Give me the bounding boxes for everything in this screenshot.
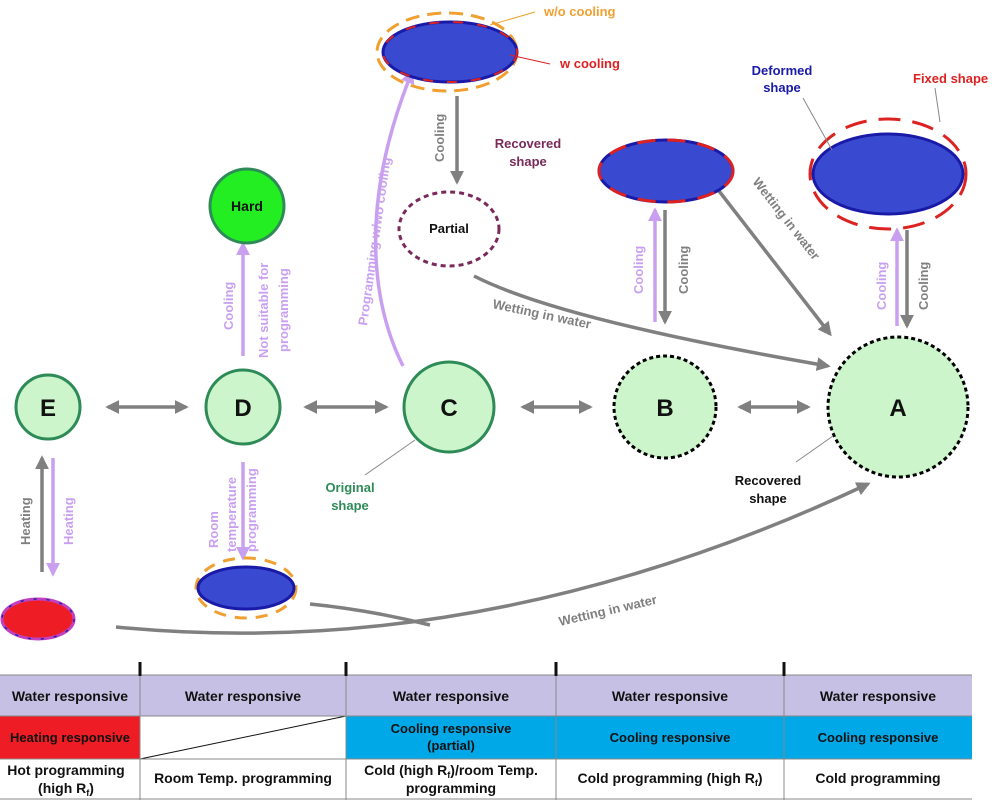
d-ellipse-deformed: [196, 565, 296, 611]
table-cell-cooling-partial: [346, 716, 556, 759]
table-cooling-partial-2: (partial): [427, 738, 475, 753]
label-wetting-b: Wetting in water: [750, 175, 823, 263]
table-water-5: Water responsive: [820, 688, 936, 704]
node-e-circle: [14, 373, 82, 441]
summary-table: Water responsive Water responsive Water …: [0, 662, 972, 800]
callout-w-cooling: [509, 54, 551, 65]
table-hot-programming-2: (high Rf): [38, 780, 94, 798]
e-ellipse-heated: [0, 597, 76, 641]
table-water-4: Water responsive: [612, 688, 728, 704]
label-room-temp-3: programming: [244, 468, 259, 552]
label-cooling-top: Cooling: [432, 114, 447, 162]
wetting-arrow-partial-to-a: [473, 274, 831, 372]
hard-node-circle: [208, 167, 286, 245]
node-a-circle: [826, 335, 970, 479]
table-water-3: Water responsive: [393, 688, 509, 704]
label-recovered-shape-top-1: Recovered: [495, 136, 562, 151]
table-cell-cooling-a: [784, 716, 972, 759]
table-water-1: Water responsive: [12, 688, 128, 704]
callout-deformed-a: [802, 97, 833, 151]
label-cooling-a-up: Cooling: [874, 262, 889, 310]
label-recovered-shape-a-1: Recovered: [735, 473, 802, 488]
a-ellipse-deformed: [811, 132, 965, 216]
table-cold-room-2: programming: [406, 780, 496, 796]
hard-node-label: Hard: [231, 198, 263, 214]
label-deformed-shape-2: shape: [763, 80, 801, 95]
node-a-label: A: [889, 395, 906, 422]
table-cold-room-1: Cold (high Rf)/room Temp.: [364, 762, 538, 780]
label-cooling-a-down: Cooling: [916, 262, 931, 310]
label-not-suitable-1: Not suitable for: [256, 263, 271, 358]
label-recovered-shape-top-2: shape: [509, 154, 547, 169]
label-programming: Programming w/wo cooling: [355, 156, 393, 326]
callout-recovered-a: [795, 435, 834, 463]
top-ellipse-w-cooling: [382, 21, 518, 83]
table-row-water: [0, 675, 972, 716]
node-b-label: B: [656, 395, 673, 422]
table-diagonal: [139, 715, 347, 760]
label-cooling-b-up: Cooling: [631, 246, 646, 294]
wetting-arrow-bottom-to-a: [115, 482, 871, 635]
label-recovered-shape-a-2: shape: [749, 491, 787, 506]
table-cooling-a: Cooling responsive: [818, 730, 939, 745]
label-deformed-shape-1: Deformed: [752, 63, 813, 78]
callout-original-shape: [364, 439, 416, 476]
label-original-shape-1: Original: [325, 480, 374, 495]
label-original-shape-2: shape: [331, 498, 369, 513]
table-cold-high-rf: Cold programming (high Rf): [578, 770, 763, 788]
label-wo-cooling: w/o cooling: [543, 4, 616, 19]
table-heating: Heating responsive: [10, 730, 130, 745]
label-wetting-bottom: Wetting in water: [557, 592, 658, 629]
label-heating-up: Heating: [18, 497, 33, 545]
table-cold-programming: Cold programming: [815, 770, 940, 786]
callout-fixed-a: [934, 87, 941, 123]
table-hot-programming-1: Hot programming: [7, 762, 124, 778]
callout-wo-cooling: [489, 11, 536, 26]
label-cooling-d: Cooling: [221, 282, 236, 330]
e-ellipse-outline: [1, 598, 75, 640]
node-c-circle: [402, 360, 496, 454]
table-cell-cooling-b: [556, 716, 784, 759]
partial-node-ellipse: [397, 190, 501, 268]
arrow-programming: [373, 69, 415, 367]
table-cooling-b: Cooling responsive: [610, 730, 731, 745]
label-cooling-b-down: Cooling: [676, 246, 691, 294]
d-ellipse-outline: [194, 556, 298, 620]
table-room-programming: Room Temp. programming: [154, 770, 332, 786]
label-fixed-shape: Fixed shape: [913, 71, 988, 86]
label-not-suitable-2: programming: [276, 268, 291, 352]
label-heating-down: Heating: [61, 497, 76, 545]
table-water-2: Water responsive: [185, 688, 301, 704]
label-room-temp-1: Room: [206, 511, 221, 548]
label-room-temp-2: temperature: [224, 477, 239, 552]
table-cooling-partial-1: Cooling responsive: [391, 721, 512, 736]
partial-node-label: Partial: [429, 221, 469, 236]
wetting-arrow-b-to-a: [710, 180, 832, 337]
a-ellipse-fixed: [808, 117, 968, 231]
node-c-label: C: [440, 395, 457, 422]
node-d-circle: [204, 368, 282, 446]
node-d-label: D: [234, 395, 251, 422]
wetting-arrow-d-deformed-tail: [309, 602, 431, 627]
label-w-cooling: w cooling: [559, 56, 620, 71]
node-b-circle: [612, 354, 718, 460]
b-ellipse-fixed: [597, 138, 735, 204]
node-e-label: E: [40, 395, 56, 422]
table-cell-heating: [0, 716, 140, 759]
